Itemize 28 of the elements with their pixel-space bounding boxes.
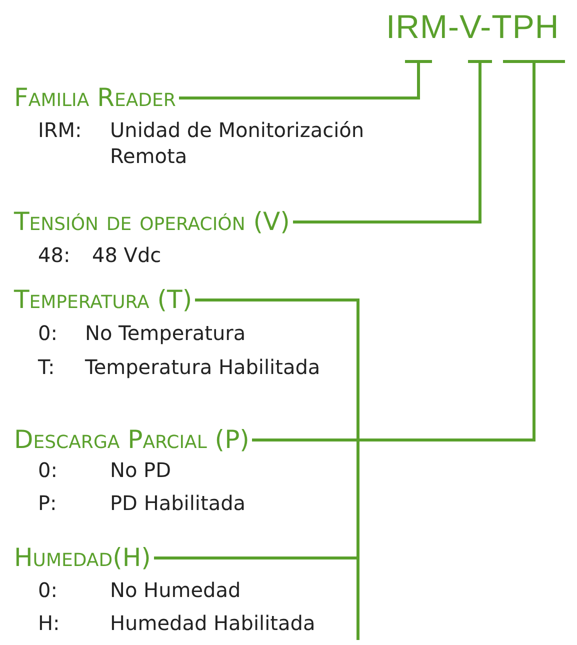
option-description: PD Habilitada: [110, 490, 246, 516]
option-code: P:: [38, 490, 57, 516]
section-heading: Familia Reader: [14, 84, 176, 112]
bracket-bar: [503, 60, 565, 63]
section-heading: Descarga Parcial (P): [14, 426, 250, 454]
leader-line: [152, 62, 536, 642]
option-description: Temperatura Habilitada: [85, 354, 320, 380]
option-description: Humedad Habilitada: [110, 610, 316, 636]
option-code: 48:: [38, 242, 70, 268]
bracket-bar: [468, 60, 492, 63]
section-heading: Temperatura (T): [14, 286, 192, 314]
leader-line: [179, 63, 420, 100]
option-code: H:: [38, 610, 60, 636]
section-heading: Tensión de operación (V): [14, 208, 290, 236]
option-code: 0:: [38, 320, 58, 346]
option-code: 0:: [38, 457, 58, 483]
option-code: T:: [38, 354, 55, 380]
option-description: No PD: [110, 457, 172, 483]
model-code: IRM-V-TPH: [386, 8, 560, 46]
option-description: No Humedad: [110, 577, 241, 603]
section-heading: Humedad(H): [14, 544, 151, 572]
bracket-bar: [405, 60, 432, 63]
option-description: Unidad de Monitorización Remota: [110, 117, 366, 169]
option-code: 0:: [38, 577, 58, 603]
leader-line: [293, 63, 482, 224]
option-description: 48 Vdc: [92, 242, 162, 268]
option-code: IRM:: [38, 117, 82, 143]
option-description: No Temperatura: [85, 320, 246, 346]
